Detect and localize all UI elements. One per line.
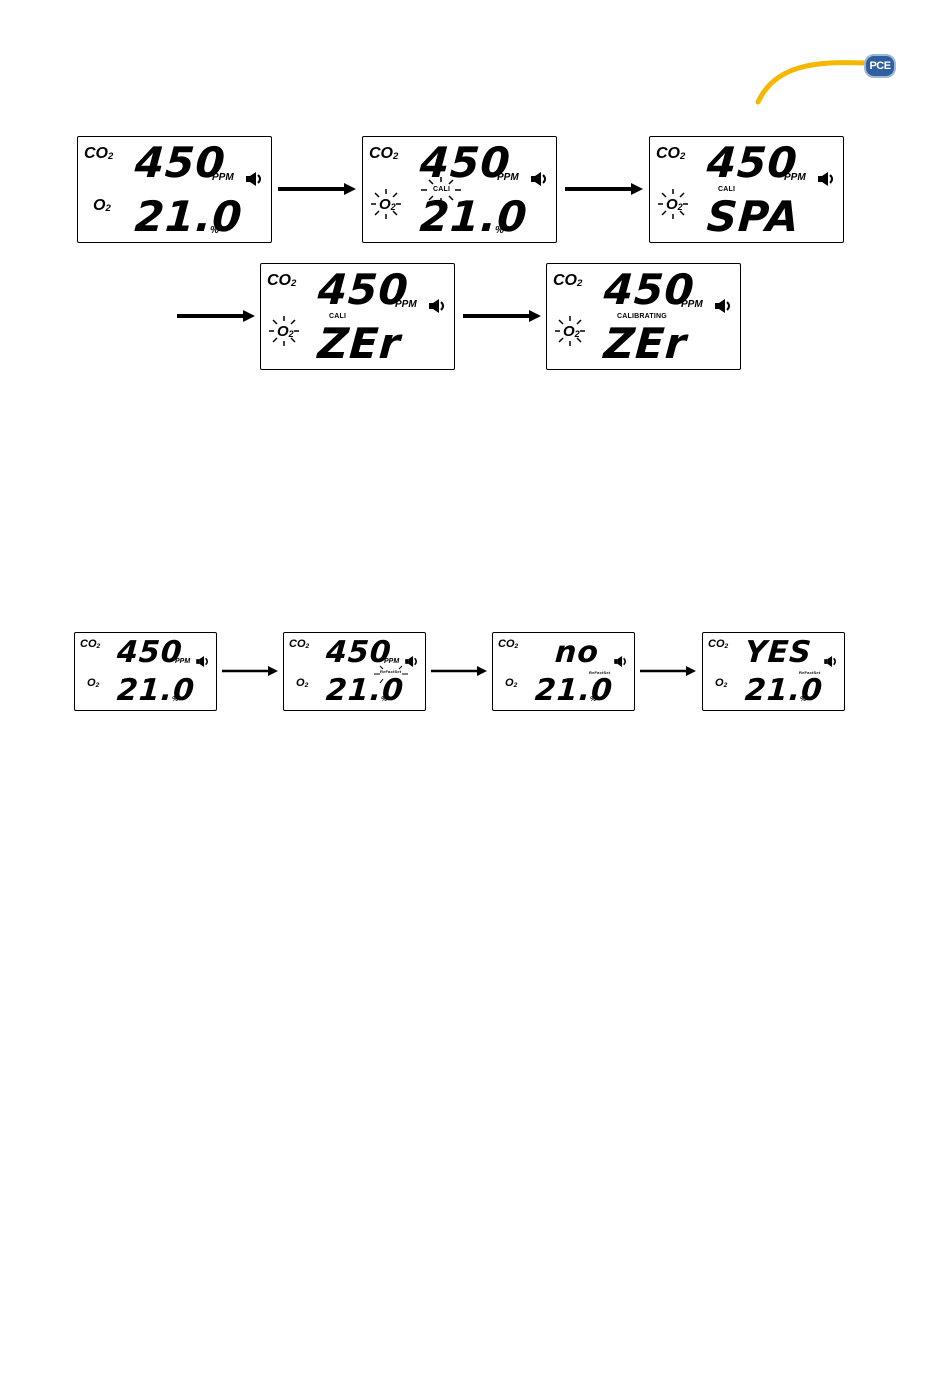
o2-label: O2	[505, 677, 517, 689]
speaker-icon	[614, 656, 627, 667]
percent-unit: %	[800, 696, 806, 703]
lcd-small-reset-no: CO2 no ReFactSet O2 21.0 %	[492, 632, 635, 711]
percent-unit: %	[381, 696, 387, 703]
speaker-icon	[196, 656, 209, 667]
percent-unit: %	[172, 696, 178, 703]
arrow-right-icon	[177, 309, 255, 323]
ppm-unit: PPM	[681, 299, 703, 310]
o2-label: O2	[379, 196, 396, 213]
percent-unit: %	[210, 225, 219, 236]
lcd-small-normal: CO2 450 PPM O2 21.0 %	[74, 632, 217, 711]
o2-mode-text: SPA	[705, 193, 801, 241]
o2-value: 21.0	[534, 674, 614, 708]
arrow-right-icon	[431, 666, 487, 676]
co2-label: CO2	[553, 272, 582, 290]
lcd-display-normal: CO2 450 PPM O2 21.0 %	[77, 136, 272, 243]
speaker-icon	[429, 299, 445, 313]
co2-label: CO2	[80, 638, 100, 650]
arrow-right-icon	[640, 666, 696, 676]
ppm-unit: PPM	[497, 172, 519, 183]
arrow-right-icon	[463, 309, 541, 323]
ppm-unit: PPM	[212, 172, 234, 183]
o2-value: 21.0	[744, 674, 824, 708]
o2-label: O2	[277, 323, 294, 340]
pce-logo: PCE	[864, 54, 896, 78]
co2-label: CO2	[708, 638, 728, 650]
logo-swoosh	[755, 55, 875, 105]
arrow-right-icon	[565, 182, 643, 196]
arrow-right-icon	[222, 666, 278, 676]
o2-label: O2	[93, 197, 111, 215]
o2-value: 21.0	[116, 674, 196, 708]
o2-value: 21.0	[325, 674, 405, 708]
co2-label: CO2	[498, 638, 518, 650]
ppm-unit: PPM	[384, 658, 399, 665]
co2-label: CO2	[289, 638, 309, 650]
co2-label: CO2	[369, 145, 398, 163]
percent-unit: %	[495, 225, 504, 236]
o2-mode-text: ZEr	[602, 320, 688, 368]
o2-label: O2	[296, 677, 308, 689]
lcd-display-cali-zero: CO2 450 PPM O2 CALI ZEr	[260, 263, 455, 370]
speaker-icon	[818, 172, 834, 186]
lcd-display-cali-span: CO2 450 PPM O2 CALI SPA	[649, 136, 844, 243]
lcd-display-cali-select: CO2 450 PPM O2 CALI 21.0 %	[362, 136, 557, 243]
co2-value: 450	[116, 636, 184, 670]
ppm-unit: PPM	[175, 658, 190, 665]
percent-unit: %	[590, 696, 596, 703]
reset-choice-yes: YES	[744, 636, 813, 670]
lcd-small-reset-yes: CO2 YES ReFactSet O2 21.0 %	[702, 632, 845, 711]
o2-label: O2	[563, 323, 580, 340]
o2-mode-text: ZEr	[316, 320, 402, 368]
lcd-small-reset-select: CO2 450 PPM ReFactSet O2 21.0 %	[283, 632, 426, 711]
arrow-right-icon	[278, 182, 356, 196]
speaker-icon	[824, 656, 837, 667]
reset-choice-no: no	[554, 636, 600, 670]
co2-label: CO2	[656, 145, 685, 163]
ppm-unit: PPM	[784, 172, 806, 183]
co2-label: CO2	[84, 145, 113, 163]
speaker-icon	[715, 299, 731, 313]
o2-value: 21.0	[133, 193, 244, 241]
o2-value: 21.0	[418, 193, 529, 241]
ppm-unit: PPM	[395, 299, 417, 310]
o2-label: O2	[87, 677, 99, 689]
co2-label: CO2	[267, 272, 296, 290]
speaker-icon	[246, 172, 262, 186]
speaker-icon	[531, 172, 547, 186]
o2-label: O2	[715, 677, 727, 689]
lcd-display-calibrating: CO2 450 PPM O2 CALIBRATING ZEr	[546, 263, 741, 370]
o2-label: O2	[666, 196, 683, 213]
